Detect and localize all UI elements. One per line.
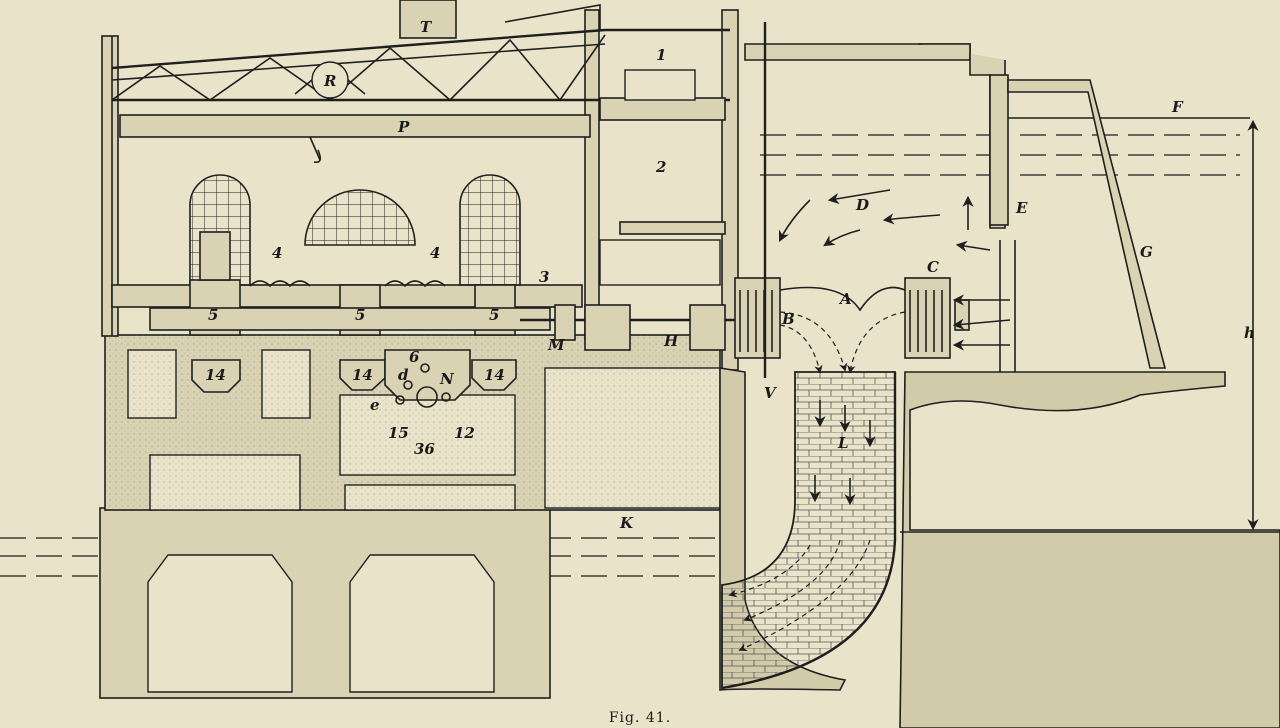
label-e: e (370, 396, 380, 414)
label-F: F (1171, 98, 1184, 116)
label-V: V (764, 384, 777, 402)
label-4-left: 4 (272, 244, 282, 262)
label-G: G (1140, 243, 1153, 261)
label-M: M (547, 336, 565, 354)
label-K: K (619, 514, 634, 532)
label-15: 15 (388, 424, 409, 442)
head-wall (744, 43, 1167, 378)
label-14a: 14 (205, 366, 226, 384)
label-3: 3 (539, 268, 549, 286)
label-P: P (397, 118, 410, 136)
traveling-crane (294, 61, 366, 99)
label-12: 12 (454, 424, 475, 442)
ball-piles (249, 280, 446, 288)
generator-shaft-line (149, 69, 745, 351)
label-C: C (927, 258, 939, 276)
draft-tube (721, 371, 897, 690)
label-d: d (398, 366, 409, 384)
label-2: 2 (655, 158, 666, 176)
label-T: T (420, 18, 433, 36)
label-B: B (781, 310, 795, 328)
flow-arrows (728, 189, 1011, 652)
label-5b: 5 (355, 306, 365, 324)
label-4-right: 4 (430, 244, 440, 262)
label-R: R (323, 72, 336, 90)
label-14b: 14 (352, 366, 373, 384)
label-h: h (1244, 324, 1255, 342)
label-L: L (837, 434, 849, 452)
label-6: 6 (409, 348, 420, 366)
label-D: D (855, 196, 869, 214)
label-N: N (439, 370, 455, 388)
label-14c: 14 (484, 366, 505, 384)
head-height-dimension (900, 119, 1280, 533)
turbines (734, 22, 970, 378)
diagram-labels: T R P 1 2 3 4 4 5 5 5 6 d N e 14 14 14 1… (205, 18, 1255, 532)
label-H: H (663, 332, 679, 350)
label-E: E (1015, 199, 1028, 217)
label-5c: 5 (489, 306, 499, 324)
headwater-lines (760, 117, 1250, 176)
figure-caption: Fig. 41. (609, 710, 671, 726)
foundation (99, 334, 721, 699)
label-1: 1 (656, 46, 666, 64)
label-A: A (838, 290, 852, 308)
arched-windows (189, 174, 521, 286)
label-5a: 5 (208, 306, 218, 324)
hoppers (191, 349, 517, 408)
label-36: 36 (414, 440, 435, 458)
tailwater-lines (0, 537, 720, 577)
